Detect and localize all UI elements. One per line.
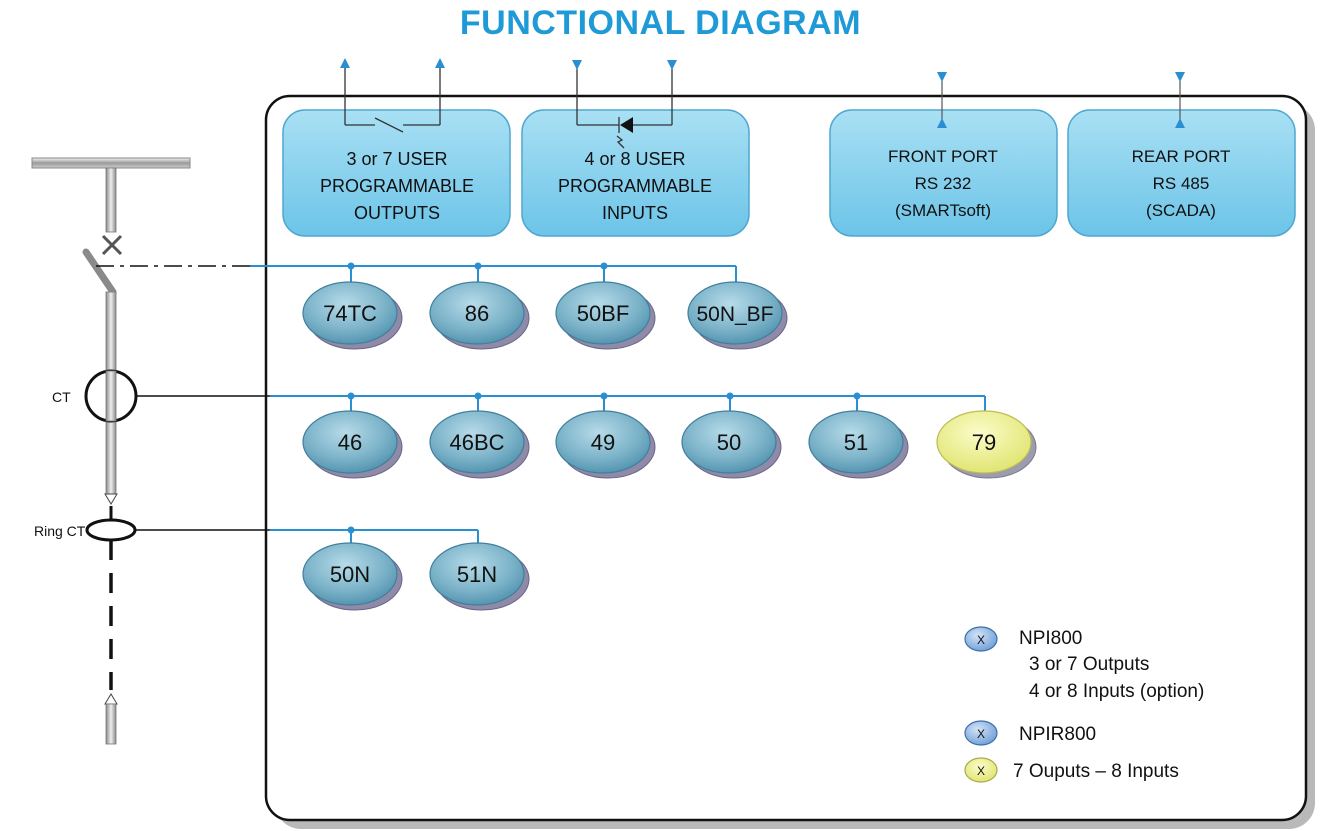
io-line: PROGRAMMABLE — [558, 176, 712, 196]
function-code: 50N — [330, 562, 370, 587]
io-line: (SCADA) — [1146, 201, 1216, 220]
diode-icon — [620, 117, 633, 133]
function-46BC: 46BC — [429, 410, 530, 479]
function-74TC: 74TC — [302, 281, 403, 350]
function-code: 74TC — [323, 301, 377, 326]
function-51N: 51N — [429, 542, 530, 611]
breaker-close-icon — [101, 234, 123, 256]
function-code: 51 — [844, 430, 868, 455]
legend-line: 3 or 7 Outputs — [1029, 654, 1149, 675]
function-code: 79 — [972, 430, 996, 455]
diagram-title: FUNCTIONAL DIAGRAM — [459, 4, 862, 42]
output-arrow-icon — [435, 58, 445, 68]
input-arrow-icon — [572, 60, 582, 70]
legend-line: 7 Ouputs – 8 Inputs — [1013, 761, 1179, 782]
input-optocoupler-symbol — [576, 68, 673, 149]
conductor-end-icon — [104, 493, 118, 505]
legend-line: 4 or 8 Inputs (option) — [1029, 681, 1204, 702]
function-code: 50 — [717, 430, 741, 455]
io-line: PROGRAMMABLE — [320, 176, 474, 196]
function-50BF: 50BF — [555, 281, 656, 350]
io-box-outputs: 3 or 7 USER PROGRAMMABLE OUTPUTS — [282, 109, 511, 237]
io-box-rear-port: REAR PORT RS 485 (SCADA) — [1067, 109, 1296, 237]
function-code: 86 — [465, 301, 489, 326]
function-code: 50BF — [577, 301, 630, 326]
ct-label: CT — [52, 389, 71, 405]
function-86: 86 — [429, 281, 530, 350]
function-code: 46BC — [449, 430, 504, 455]
legend-marker: X — [977, 764, 985, 778]
output-contact-symbol — [344, 68, 441, 133]
legend-item-npir800: X NPIR800 — [964, 720, 1096, 746]
function-code: 50N_BF — [696, 303, 773, 326]
function-50N_BF: 50N_BF — [687, 281, 788, 350]
function-code: 46 — [338, 430, 362, 455]
io-line: REAR PORT — [1132, 147, 1231, 166]
io-line: RS 485 — [1153, 174, 1210, 193]
function-50N: 50N — [302, 542, 403, 611]
function-code: 51N — [457, 562, 497, 587]
io-line: OUTPUTS — [354, 203, 440, 223]
function-79: 79 — [936, 410, 1037, 479]
conductor — [105, 167, 117, 233]
legend-item-option: X 7 Ouputs – 8 Inputs — [964, 757, 1179, 783]
bus-row-3-node — [347, 526, 355, 534]
function-49: 49 — [555, 410, 656, 479]
legend-line: NPIR800 — [1019, 724, 1096, 745]
io-line: RS 232 — [915, 174, 972, 193]
ring-ct-label: Ring CT — [34, 523, 86, 539]
io-line: INPUTS — [602, 203, 668, 223]
function-50: 50 — [681, 410, 782, 479]
function-51: 51 — [808, 410, 909, 479]
function-46: 46 — [302, 410, 403, 479]
io-line: FRONT PORT — [888, 147, 998, 166]
relay-frame — [264, 94, 1308, 822]
legend-marker: X — [977, 633, 985, 647]
bus-row-1-nodes — [347, 262, 608, 270]
rear-port-link — [1175, 72, 1185, 128]
legend-item-npi800: X NPI800 3 or 7 Outputs 4 or 8 Inputs (opt… — [964, 626, 1204, 702]
busbar — [31, 157, 191, 169]
io-line: 3 or 7 USER — [346, 149, 447, 169]
function-code: 49 — [591, 430, 615, 455]
breaker-blade — [82, 248, 117, 296]
io-box-front-port: FRONT PORT RS 232 (SMARTsoft) — [829, 109, 1058, 237]
output-arrow-icon — [340, 58, 350, 68]
legend: X NPI800 3 or 7 Outputs 4 or 8 Inputs (opt… — [964, 626, 1204, 783]
input-arrow-icon — [667, 60, 677, 70]
io-box-inputs: 4 or 8 USER PROGRAMMABLE INPUTS — [521, 109, 750, 237]
conductor — [105, 370, 117, 422]
io-line: (SMARTsoft) — [895, 201, 991, 220]
cable-end-icon — [104, 693, 118, 705]
ring-ct-icon — [85, 518, 137, 542]
legend-line: NPI800 — [1019, 628, 1082, 649]
conductor — [105, 703, 117, 745]
bus-row-2-nodes — [347, 392, 861, 400]
legend-marker: X — [977, 727, 985, 741]
front-port-link — [937, 72, 947, 128]
io-line: 4 or 8 USER — [584, 149, 685, 169]
